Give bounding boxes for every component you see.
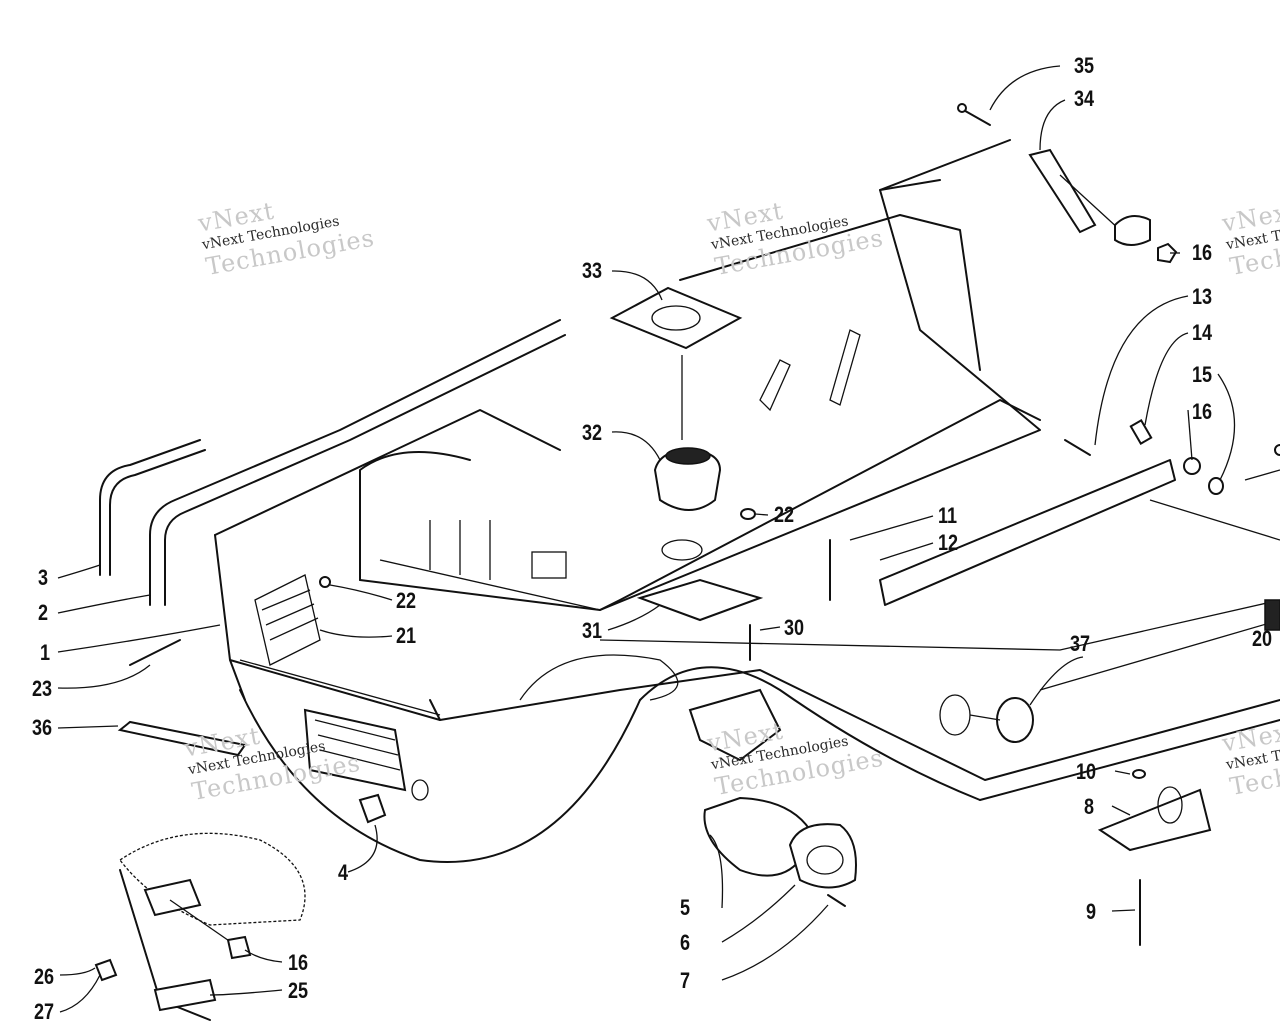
callout-6: 6 xyxy=(680,930,691,955)
callout-7: 7 xyxy=(680,968,691,993)
callout-20: 20 xyxy=(1252,626,1273,651)
callout-1: 1 xyxy=(40,640,51,665)
callout-21: 21 xyxy=(396,623,417,648)
callout-3: 3 xyxy=(38,565,49,590)
callout-14: 14 xyxy=(1192,320,1213,345)
callout-2: 2 xyxy=(38,600,49,625)
tunnel xyxy=(359,139,1041,611)
callout-31: 31 xyxy=(582,618,603,643)
callout-8: 8 xyxy=(1084,794,1095,819)
callout-32: 32 xyxy=(582,420,603,445)
callout-36: 36 xyxy=(32,715,53,740)
callout-15: 15 xyxy=(1192,362,1213,387)
callout-25: 25 xyxy=(288,978,309,1003)
housing-5 xyxy=(703,796,857,889)
boot-32 xyxy=(653,447,722,511)
callout-23: 23 xyxy=(32,676,53,701)
trim-strips xyxy=(99,319,566,606)
plate-31 xyxy=(636,578,764,622)
callout-13: 13 xyxy=(1192,284,1213,309)
callout-4: 4 xyxy=(338,860,349,885)
callout-27: 27 xyxy=(34,999,55,1024)
inset-detail xyxy=(94,832,306,1021)
bracket-8 xyxy=(1097,769,1212,852)
callout-33: 33 xyxy=(582,258,603,283)
belly-pan xyxy=(214,409,1280,863)
callout-9: 9 xyxy=(1086,899,1097,924)
callout-37: 37 xyxy=(1070,631,1091,656)
callout-5: 5 xyxy=(680,895,691,920)
grille-left xyxy=(254,574,321,666)
callout-26: 26 xyxy=(34,964,55,989)
side-panel xyxy=(879,459,1280,631)
callout-22: 22 xyxy=(774,502,795,527)
callout-35: 35 xyxy=(1074,53,1095,78)
bracket-34 xyxy=(1028,148,1151,246)
callout-12: 12 xyxy=(938,530,959,555)
callout-16: 16 xyxy=(288,950,309,975)
callout-16: 16 xyxy=(1192,399,1213,424)
hardware xyxy=(129,103,1280,946)
plate-33 xyxy=(609,286,743,350)
callout-34: 34 xyxy=(1074,86,1095,111)
leader-lines xyxy=(57,65,1236,1013)
callout-30: 30 xyxy=(784,615,805,640)
callout-11: 11 xyxy=(938,503,958,528)
callout-10: 10 xyxy=(1076,759,1097,784)
callout-22: 22 xyxy=(396,588,417,613)
cap-37 xyxy=(939,694,1034,743)
grille-lower xyxy=(303,708,407,792)
bracket-upper xyxy=(688,688,782,762)
rod-36 xyxy=(117,720,247,757)
callout-16: 16 xyxy=(1192,240,1213,265)
